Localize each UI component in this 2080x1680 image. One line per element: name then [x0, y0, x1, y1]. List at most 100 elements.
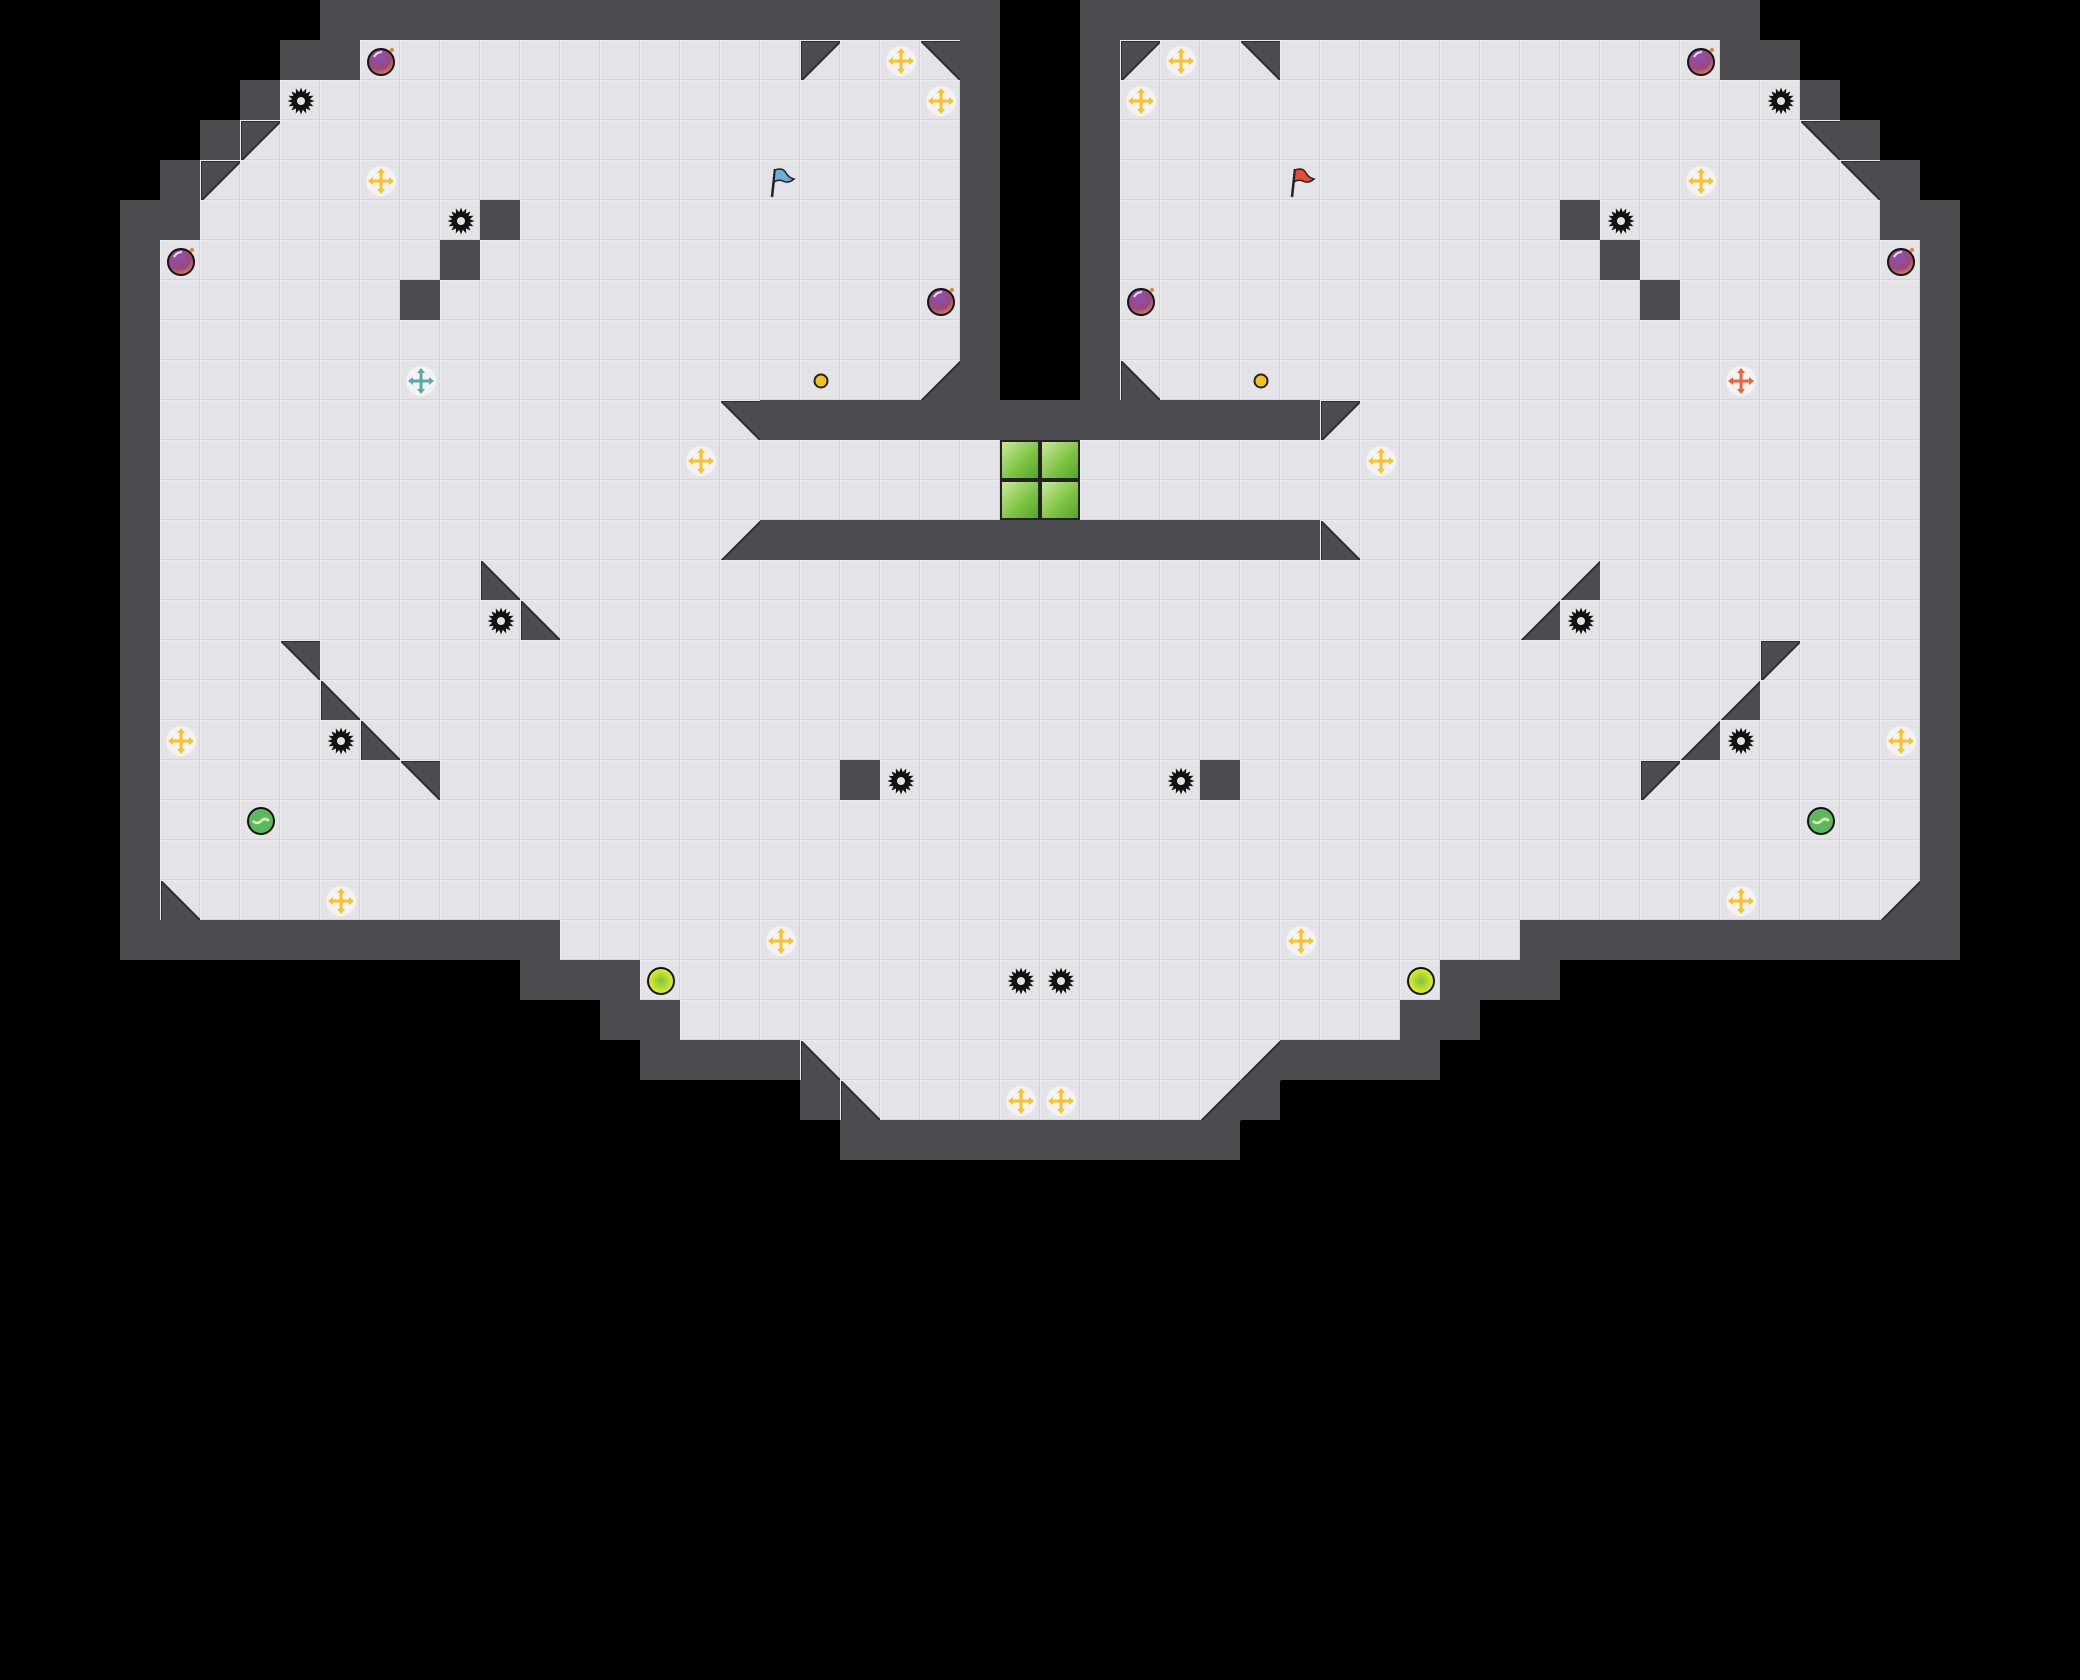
wall-tile [1320, 0, 1360, 40]
wall-tile [1120, 1120, 1160, 1160]
floor-tile [280, 240, 320, 280]
floor-tile [680, 800, 720, 840]
floor-tile [800, 280, 840, 320]
floor-tile [1120, 1040, 1160, 1080]
floor-tile [400, 360, 440, 400]
floor-tile [1240, 160, 1280, 200]
floor-tile [560, 920, 600, 960]
wall-tile [1200, 1120, 1240, 1160]
floor-tile [1200, 680, 1240, 720]
wall-tile [480, 920, 520, 960]
wall-tile [120, 400, 160, 440]
floor-tile [280, 200, 320, 240]
floor-tile [560, 200, 600, 240]
floor-tile [1200, 880, 1240, 920]
floor-tile [760, 920, 800, 960]
floor-tile [1440, 480, 1480, 520]
floor-tile [1720, 240, 1760, 280]
floor-tile [280, 80, 320, 120]
wall-tile [1920, 440, 1960, 480]
floor-tile [1560, 160, 1600, 200]
floor-tile [240, 680, 280, 720]
floor-tile [1640, 840, 1680, 880]
floor-tile [1160, 640, 1200, 680]
floor-tile [1280, 760, 1320, 800]
floor-tile [720, 320, 760, 360]
floor-tile [1080, 560, 1120, 600]
wall-tile [1920, 240, 1960, 280]
floor-tile [640, 160, 680, 200]
wall-tile [1840, 120, 1880, 160]
floor-tile [760, 640, 800, 680]
floor-tile [1160, 880, 1200, 920]
floor-tile [1880, 360, 1920, 400]
floor-tile [1080, 960, 1120, 1000]
floor-tile [1360, 680, 1400, 720]
floor-tile [1240, 920, 1280, 960]
wall-tile [800, 0, 840, 40]
floor-tile [1640, 240, 1680, 280]
floor-tile [1520, 480, 1560, 520]
floor-tile [1400, 640, 1440, 680]
floor-tile [920, 240, 960, 280]
wall-tile [1280, 520, 1320, 560]
wall-tile [1320, 1040, 1360, 1080]
floor-tile [1680, 200, 1720, 240]
floor-tile [200, 520, 240, 560]
floor-tile [760, 960, 800, 1000]
floor-tile [360, 320, 400, 360]
floor-tile [560, 280, 600, 320]
floor-tile [240, 840, 280, 880]
floor-tile [680, 320, 720, 360]
floor-tile [1840, 280, 1880, 320]
floor-tile [1000, 640, 1040, 680]
floor-tile [1720, 80, 1760, 120]
floor-tile [1240, 320, 1280, 360]
floor-tile [1240, 880, 1280, 920]
floor-tile [760, 320, 800, 360]
floor-tile [200, 800, 240, 840]
floor-tile [720, 640, 760, 680]
floor-tile [680, 920, 720, 960]
floor-tile [880, 80, 920, 120]
floor-tile [240, 720, 280, 760]
floor-tile [1760, 880, 1800, 920]
floor-tile [1280, 200, 1320, 240]
floor-tile [1440, 320, 1480, 360]
wall-tile [1720, 0, 1760, 40]
floor-tile [320, 880, 360, 920]
floor-tile [1320, 240, 1360, 280]
floor-tile [1720, 720, 1760, 760]
wall-tile [960, 80, 1000, 120]
floor-tile [400, 40, 440, 80]
floor-tile [520, 160, 560, 200]
floor-tile [720, 720, 760, 760]
floor-tile [960, 600, 1000, 640]
floor-tile [920, 120, 960, 160]
floor-tile [1680, 480, 1720, 520]
wall-tile [1240, 0, 1280, 40]
floor-tile [1560, 760, 1600, 800]
floor-tile [1480, 80, 1520, 120]
floor-tile [200, 600, 240, 640]
floor-tile [400, 240, 440, 280]
wall-tile [920, 400, 960, 440]
floor-tile [640, 560, 680, 600]
floor-tile [1720, 320, 1760, 360]
wall-tile [1200, 400, 1240, 440]
floor-tile [360, 40, 400, 80]
floor-tile [480, 280, 520, 320]
floor-tile [1800, 240, 1840, 280]
floor-tile [1480, 840, 1520, 880]
floor-tile [880, 480, 920, 520]
floor-tile [600, 880, 640, 920]
floor-tile [1680, 240, 1720, 280]
floor-tile [480, 680, 520, 720]
gate-tile [1040, 440, 1080, 480]
wall-tile [640, 0, 680, 40]
floor-tile [520, 760, 560, 800]
floor-tile [920, 440, 960, 480]
floor-tile [1440, 920, 1480, 960]
floor-tile [720, 160, 760, 200]
